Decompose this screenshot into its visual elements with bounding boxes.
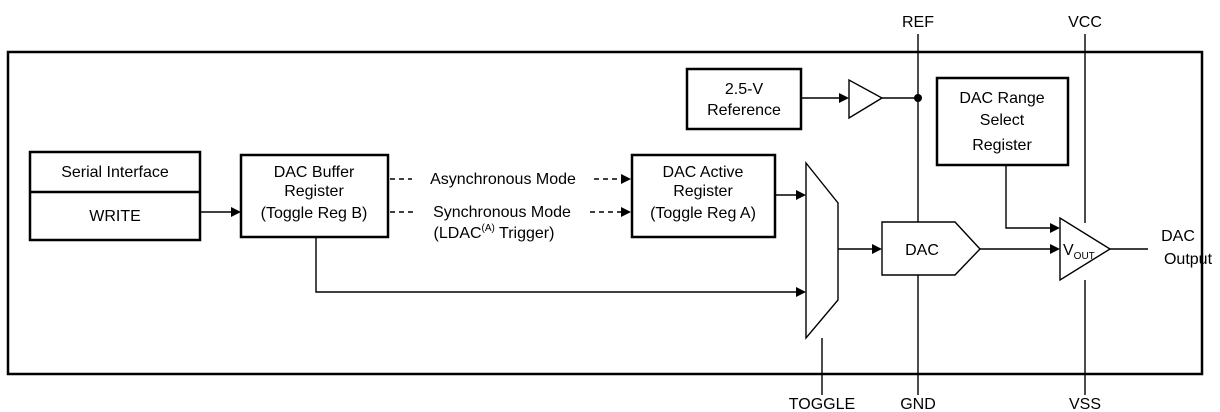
buffer-to-mux-line (315, 237, 796, 293)
range-select-arrowhead (1050, 223, 1060, 233)
dac-buffer-register-line1: DAC Buffer (274, 164, 355, 181)
sync-mode-label: Synchronous Mode (433, 204, 571, 221)
output-amplifier (1059, 216, 1112, 282)
ldac-trigger-label: (LDAC(A) Trigger) (434, 223, 555, 242)
dac-active-register-block (630, 153, 777, 239)
dac-active-register-line1: DAC Active (663, 164, 744, 181)
dac-active-register-line2: Register (673, 183, 733, 200)
vout-label: VOUT (1063, 242, 1095, 262)
serial-interface-label: Serial Interface (61, 164, 169, 181)
ref-junction-dot (914, 94, 922, 102)
dac-buffer-register-block (239, 153, 390, 239)
dac-label: DAC (905, 242, 939, 259)
dac-output-label-line2: Output (1164, 251, 1213, 268)
ref-pin-label: REF (902, 14, 934, 31)
dac-to-amp-arrowhead (1050, 244, 1060, 254)
range-select-line1: DAC Range (959, 90, 1044, 107)
reference-block (685, 67, 803, 131)
reference-label-line2: Reference (707, 102, 781, 119)
device-boundary (6, 50, 1204, 376)
toggle-pin-label: TOGGLE (789, 396, 855, 412)
reference-arrowhead (839, 93, 849, 103)
gnd-pin-label: GND (900, 396, 936, 412)
reference-label-line1: 2.5-V (725, 81, 764, 98)
reference-buffer-triangle (848, 78, 884, 120)
dac-active-register-line3: (Toggle Reg A) (650, 205, 756, 222)
dac-buffer-register-line2: Register (284, 183, 344, 200)
async-arrowhead (621, 174, 631, 184)
active-to-mux-arrowhead (796, 190, 806, 200)
toggle-mux (805, 161, 839, 340)
dac-block (881, 221, 981, 276)
vcc-pin-label: VCC (1068, 14, 1102, 31)
dac-output-label-line1: DAC (1161, 228, 1195, 245)
write-arrowhead (231, 207, 241, 217)
mux-to-dac-arrowhead (872, 244, 882, 254)
sync-arrowhead (621, 207, 631, 217)
serial-interface-block (28, 150, 202, 242)
write-label: WRITE (89, 208, 141, 225)
range-select-line2: Select (980, 112, 1025, 129)
range-select-to-amp-line (1005, 165, 1051, 229)
buffer-to-mux-arrowhead (796, 287, 806, 297)
async-mode-label: Asynchronous Mode (430, 171, 576, 188)
dac-range-select-register-block (935, 76, 1070, 167)
range-select-line3: Register (972, 137, 1032, 154)
dac-buffer-register-line3: (Toggle Reg B) (261, 205, 368, 222)
vss-pin-label: VSS (1069, 396, 1101, 412)
